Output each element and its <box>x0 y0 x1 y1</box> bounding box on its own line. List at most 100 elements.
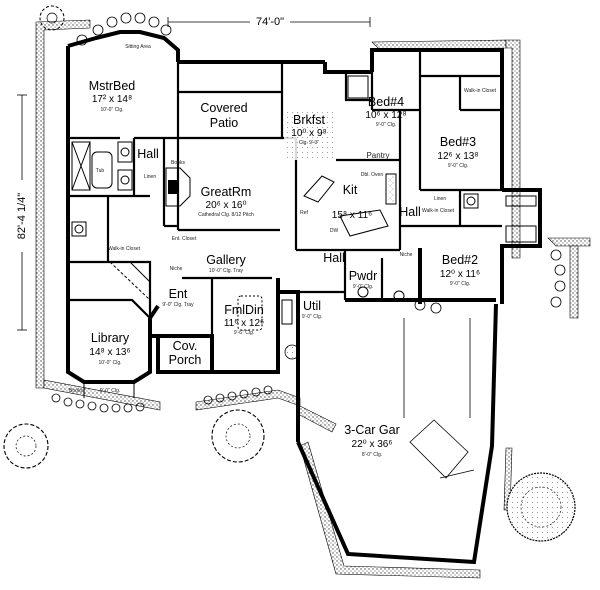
room-ceiling: 9'-6" Clg. <box>234 330 254 336</box>
room-ceiling: 8'-0" Clg. <box>362 452 382 458</box>
room-name: Porch <box>169 353 202 367</box>
room-bed2: Bed#2 12⁰ x 11⁶ 9'-0" Clg. <box>440 253 480 287</box>
room-name: Brkfst <box>293 113 325 127</box>
room-name: Patio <box>210 116 239 130</box>
dining-table-icon <box>237 295 263 331</box>
room-garage: 3-Car Gar 22⁰ x 36⁶ 8'-0" Clg. <box>344 423 400 458</box>
tub-icon <box>91 151 113 189</box>
clg-label: 9'-0" Clg. <box>100 388 120 394</box>
sitting-area-label: Sitting Area <box>125 44 151 50</box>
room-name: Ent <box>169 287 188 301</box>
room-name: MstrBed <box>89 79 136 93</box>
room-size: 14⁸ x 13⁶ <box>89 347 130 358</box>
room-name: Bed#3 <box>440 135 476 149</box>
room-mstrbed: MstrBed 17² x 14⁸ 10'-0" Clg. Sitting Ar… <box>89 44 151 113</box>
closet-label: Walk-in Closet <box>422 208 455 214</box>
books-label: Books <box>69 388 83 394</box>
room-bed4: Bed#4 10⁶ x 12⁸ 9'-0" Clg. <box>365 95 406 128</box>
room-gallery: Gallery 10'-0" Clg. Tray <box>206 253 246 274</box>
tub-icon <box>505 225 537 243</box>
room-greatrm: GreatRm 20⁶ x 16⁰ Cathedral Clg. 8/12 Pi… <box>198 185 254 218</box>
closet-label: Walk-in Closet <box>108 246 141 252</box>
kitchen-bar-icon <box>303 175 335 203</box>
room-name: GreatRm <box>201 185 252 199</box>
linen-label: Linen <box>434 196 446 202</box>
room-brkfst: Brkfst 10⁰ x 9⁸ Clg. 9'-0" <box>291 113 326 146</box>
room-ceiling: 9'-0" Clg. <box>302 314 322 320</box>
hall-label: Hall <box>323 251 345 265</box>
tree-bottom-center <box>211 409 265 463</box>
width-dimension-label: 74'-0" <box>256 16 284 28</box>
room-library: Library 14⁸ x 13⁶ 10'-0" Clg. <box>89 331 130 366</box>
room-ceiling: 10'-0" Clg. <box>98 360 121 366</box>
room-name: Kit <box>343 183 358 197</box>
interior-walls <box>68 50 502 336</box>
room-util: Util 9'-0" Clg. <box>302 299 322 320</box>
shrub-row-library <box>51 393 145 413</box>
room-size: 11⁶ x 12⁶ <box>224 318 264 329</box>
room-ceiling: Clg. 9'-0" <box>299 140 319 146</box>
fireplace-icon <box>165 167 191 207</box>
shrub-row-top <box>76 12 172 46</box>
small-annotations: Hall Hall Hall Pantry Walk-in Closet Wal… <box>69 88 497 394</box>
room-size: 17² x 14⁸ <box>92 94 132 105</box>
room-name: Library <box>91 331 130 345</box>
room-ceiling: 9'-0" Clg. <box>448 163 468 169</box>
linen-label: Linen <box>144 174 156 180</box>
room-ent: Ent 9'-0" Clg. Tray <box>162 287 194 308</box>
ent-closet-label: Ent. Closet <box>172 236 197 242</box>
books-label: Books <box>171 160 185 166</box>
toilet-icon <box>357 286 369 298</box>
tree-bottom-right <box>506 472 576 542</box>
driveway <box>403 318 475 479</box>
vanity-icon <box>117 141 133 163</box>
planters <box>35 19 591 579</box>
room-pwdr: Pwdr 9'-0" Clg. <box>349 269 377 290</box>
width-dimension: 74'-0" <box>167 14 371 28</box>
room-kit: Kit 15⁸ x 11⁶ <box>332 183 372 221</box>
room-name: Util <box>303 299 321 313</box>
room-ceiling: 9'-0" Clg. <box>353 284 373 290</box>
vanity-icon <box>117 169 133 191</box>
dw-label: DW <box>330 228 339 234</box>
room-name: Gallery <box>206 253 246 267</box>
shrub-row-right <box>414 249 566 314</box>
depth-dimension-label: 82'-4 1/4" <box>16 193 28 239</box>
niche-label: Niche <box>170 266 183 272</box>
bath-icon <box>347 75 369 99</box>
room-ceiling: 10'-0" Clg. <box>100 107 123 113</box>
room-name: Cov. <box>173 339 198 353</box>
room-size: 15⁸ x 11⁶ <box>332 210 372 221</box>
shower-icon <box>71 141 91 191</box>
room-name: Bed#4 <box>368 95 404 109</box>
room-size: 10⁰ x 9⁸ <box>291 128 326 139</box>
exterior-walls <box>66 30 542 565</box>
room-size: 12⁶ x 13⁸ <box>437 151 478 162</box>
hall-label: Hall <box>137 147 159 161</box>
room-name: Pwdr <box>349 269 377 283</box>
shrubs <box>3 5 576 542</box>
tub-label: Tub <box>96 168 105 174</box>
depth-dimension: 82'-4 1/4" <box>14 94 28 331</box>
room-patio: Covered Patio <box>200 101 247 130</box>
room-labels: MstrBed 17² x 14⁸ 10'-0" Clg. Sitting Ar… <box>89 44 480 458</box>
room-ceiling: Cathedral Clg. 8/12 Pitch <box>198 212 254 218</box>
toilet-icon <box>393 290 405 302</box>
oven-label: Dbl. Oven <box>361 172 383 178</box>
tree-left <box>3 423 49 469</box>
room-name: Bed#2 <box>442 253 478 267</box>
room-covporch: Cov. Porch <box>169 339 202 367</box>
toilet-icon <box>71 221 87 237</box>
fixtures <box>71 75 537 398</box>
room-ceiling: 10'-0" Clg. Tray <box>209 268 244 274</box>
hall-label: Hall <box>399 205 421 219</box>
room-bed3: Bed#3 12⁶ x 13⁸ 9'-0" Clg. <box>437 135 478 169</box>
tree-top-left <box>39 5 65 31</box>
room-ceiling: 9'-0" Clg. Tray <box>162 302 194 308</box>
room-ceiling: 9'-0" Clg. <box>376 122 396 128</box>
closet-label: Walk-in Closet <box>464 88 497 94</box>
room-size: 20⁶ x 16⁰ <box>206 200 247 211</box>
room-fmldin: FmlDin 11⁶ x 12⁶ 9'-6" Clg. <box>224 303 264 336</box>
room-size: 22⁰ x 36⁶ <box>352 439 393 450</box>
room-size: 12⁰ x 11⁶ <box>440 269 480 280</box>
